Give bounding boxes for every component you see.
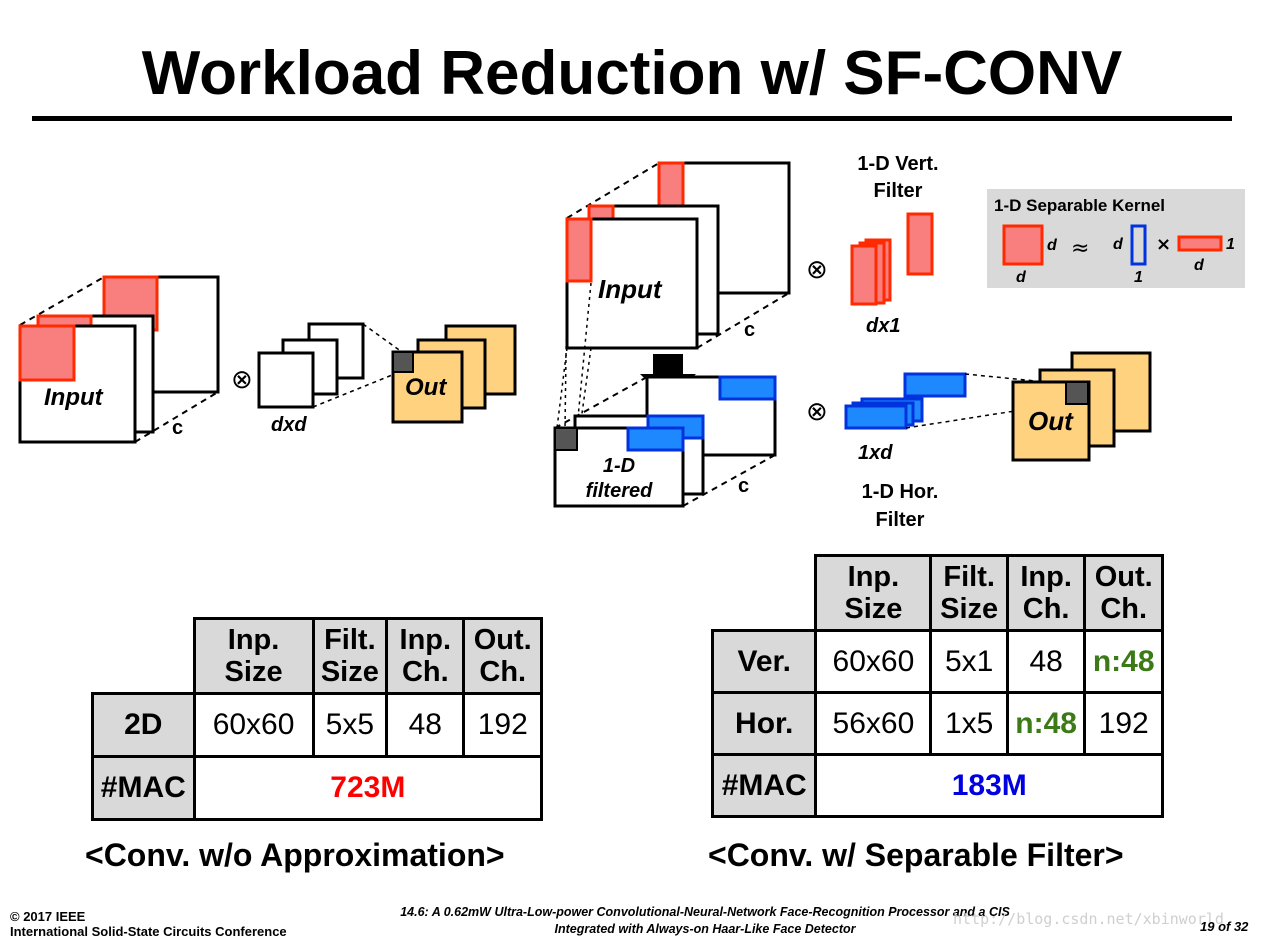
footer-page-number: 19 of 32 — [1200, 919, 1249, 934]
projection-lines — [556, 282, 592, 429]
left-c-label: c — [172, 417, 183, 439]
header-inp-size: Inp. Size — [814, 554, 933, 632]
legend-times: × — [1156, 234, 1171, 255]
right-vert-convolution-operator: ⊗ — [806, 255, 828, 285]
legend-d-hor: d — [1194, 257, 1205, 274]
left-filter-size-label: dxd — [271, 414, 307, 436]
left-input-label: Input — [44, 384, 104, 411]
footer-paper-line2: Integrated with Always-on Haar-Like Face… — [554, 922, 856, 936]
table-corner — [93, 619, 195, 694]
right-c-label-bottom: c — [738, 475, 749, 497]
vert-filter-size-label: dx1 — [866, 315, 900, 337]
legend-one-hor: 1 — [1226, 236, 1235, 253]
hor-filter-title-line1: 1-D Hor. — [862, 481, 939, 503]
right-hor-convolution-operator: ⊗ — [806, 397, 828, 427]
cell-hor-inp-ch: n:48 — [1005, 691, 1087, 756]
filtered-label-line1: 1-D — [603, 455, 635, 477]
header-filt-size: Filt. Size — [929, 554, 1009, 632]
right-input-stack: Input c — [565, 161, 791, 350]
cell-inp-size: 60x60 — [192, 692, 315, 758]
table-corner — [713, 556, 816, 631]
left-out-label: Out — [405, 374, 447, 401]
hor-filter-size-label: 1xd — [858, 442, 893, 464]
caption-left: <Conv. w/o Approximation> — [85, 837, 505, 873]
vert-filter-title-line2: Filter — [874, 180, 923, 202]
cell-ver-out-ch: n:48 — [1083, 629, 1164, 694]
mac-value-right: 183M — [814, 753, 1164, 818]
watermark: http://blog.csdn.net/xbinworld — [953, 910, 1224, 928]
mac-value-left: 723M — [192, 755, 544, 821]
cell-hor-inp-size: 56x60 — [814, 691, 933, 756]
right-c-label-top: c — [744, 319, 755, 341]
horizontal-filter-stack: 1xd 1-D Hor. Filter — [844, 372, 967, 531]
cell-hor-out-ch: 192 — [1083, 691, 1164, 756]
row-label-mac: #MAC — [91, 755, 196, 821]
row-label-mac: #MAC — [710, 753, 818, 818]
legend-d-right: d — [1047, 237, 1058, 254]
header-inp-ch: Inp. Ch. — [385, 617, 466, 695]
legend-approx: ≈ — [1071, 236, 1089, 261]
separable-kernel-legend: 1-D Separable Kernel d d ≈ d 1 × 1 d — [987, 189, 1245, 288]
row-label-hor: Hor. — [710, 691, 818, 756]
cell-out-ch: 192 — [462, 692, 543, 758]
left-output-stack: Out — [312, 323, 517, 424]
cell-inp-ch: 48 — [385, 692, 466, 758]
legend-d-vert: d — [1113, 236, 1124, 253]
footer-paper-line1: 14.6: A 0.62mW Ultra-Low-power Convoluti… — [400, 905, 1010, 919]
left-filter-stack: dxd — [257, 322, 365, 436]
row-label-ver: Ver. — [710, 629, 818, 694]
row-label-2d: 2D — [91, 692, 196, 758]
header-filt-size: Filt. Size — [311, 617, 389, 695]
left-convolution-operator: ⊗ — [231, 365, 253, 395]
header-out-ch: Out. Ch. — [462, 617, 543, 695]
legend-one-vert: 1 — [1134, 269, 1143, 286]
table-conv-with-separable-filter: Inp. Size Filt. Size Inp. Ch. Out. Ch. V… — [710, 554, 1164, 818]
vertical-filter-stack: 1-D Vert. Filter dx1 — [850, 153, 939, 337]
header-out-ch: Out. Ch. — [1083, 554, 1164, 632]
cell-ver-filt-size: 5x1 — [929, 629, 1009, 694]
filtered-label-line2: filtered — [586, 480, 653, 502]
caption-right: <Conv. w/ Separable Filter> — [708, 837, 1124, 873]
title-underline — [32, 116, 1232, 121]
right-output-stack: Out — [905, 351, 1152, 462]
slide-title: Workload Reduction w/ SF-CONV — [141, 39, 1123, 108]
header-inp-size: Inp. Size — [192, 617, 315, 695]
left-input-stack: Input c — [18, 275, 220, 444]
header-inp-ch: Inp. Ch. — [1005, 554, 1087, 632]
table-conv-without-approximation: Inp. Size Filt. Size Inp. Ch. Out. Ch. 2… — [91, 617, 544, 821]
hor-filter-title-line2: Filter — [876, 509, 925, 531]
legend-d-below: d — [1016, 269, 1027, 286]
vert-filter-title-line1: 1-D Vert. — [857, 153, 938, 175]
cell-hor-filt-size: 1x5 — [929, 691, 1009, 756]
footer-conference: International Solid-State Circuits Confe… — [10, 924, 287, 939]
right-out-label: Out — [1028, 406, 1074, 436]
cell-filt-size: 5x5 — [311, 692, 389, 758]
right-input-label: Input — [598, 274, 663, 304]
cell-ver-inp-ch: 48 — [1005, 629, 1087, 694]
cell-ver-inp-size: 60x60 — [814, 629, 933, 694]
footer-copyright: © 2017 IEEE — [10, 909, 86, 924]
legend-title: 1-D Separable Kernel — [994, 196, 1165, 215]
filtered-stack: 1-D filtered c — [553, 375, 777, 508]
